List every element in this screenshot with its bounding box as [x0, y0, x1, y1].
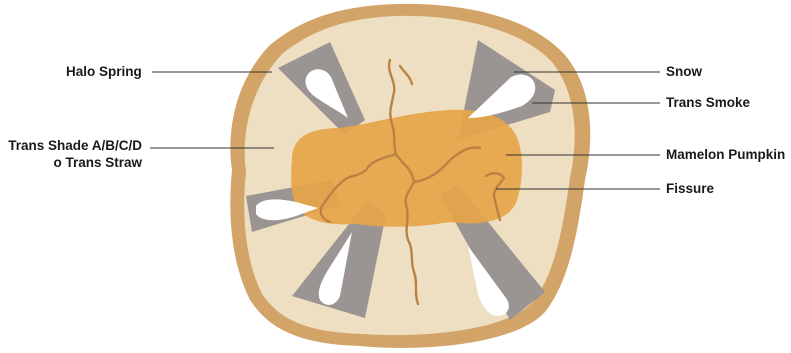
label-fissure: Fissure: [666, 180, 714, 197]
label-mamelon-pumpkin: Mamelon Pumpkin: [666, 146, 785, 163]
label-trans-shade-line2: o Trans Straw: [6, 154, 142, 171]
label-trans-shade: Trans Shade A/B/C/D o Trans Straw: [6, 137, 142, 171]
label-halo-spring: Halo Spring: [66, 63, 142, 80]
label-snow: Snow: [666, 63, 702, 80]
label-trans-shade-line1: Trans Shade A/B/C/D: [6, 137, 142, 154]
label-trans-smoke: Trans Smoke: [666, 94, 750, 111]
